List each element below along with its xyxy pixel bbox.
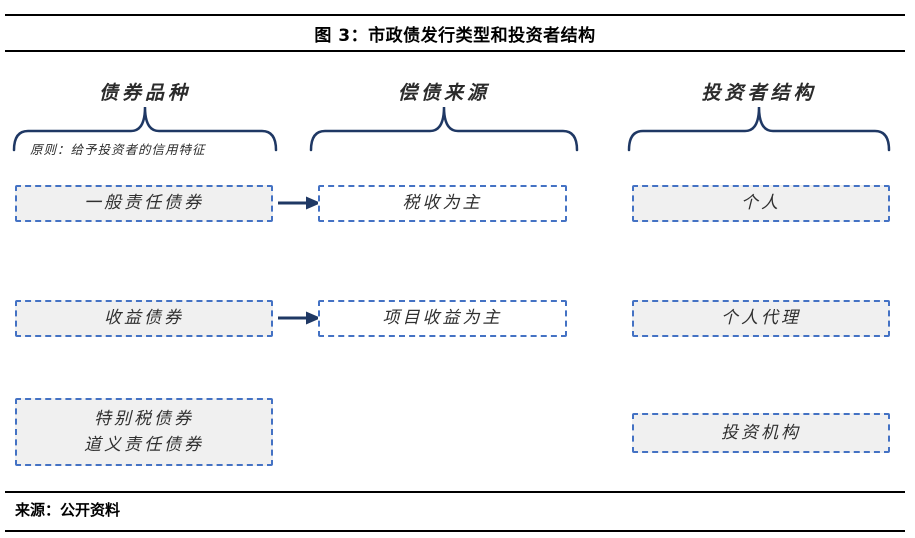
arrow-general-obligation-to-tax-icon [278, 196, 321, 210]
column-header-repayment-source: 偿债来源 [397, 82, 490, 104]
box-label: 收益债券 [104, 308, 184, 329]
box-label: 投资机构 [721, 422, 801, 443]
box-individual-agent: 个人代理 [632, 300, 890, 337]
box-individual: 个人 [632, 185, 890, 222]
footer-bottom-rule [5, 530, 905, 532]
top-rule [5, 14, 905, 16]
box-label: 个人代理 [721, 308, 801, 329]
brace-investor-structure-icon [627, 106, 891, 152]
box-label: 一般责任债券 [84, 193, 204, 214]
column-header-bond-type: 债券品种 [98, 82, 191, 104]
title-bottom-rule [5, 50, 905, 52]
box-special-tax-moral-obligation-bond: 特别税债券 道义责任债券 [15, 398, 273, 466]
box-label: 税收为主 [402, 193, 483, 214]
box-project-revenue: 项目收益为主 [318, 300, 567, 337]
box-label-line1: 特别税债券 [94, 408, 194, 429]
source-label: 来源：公开资料 [15, 501, 121, 519]
box-tax-revenue: 税收为主 [318, 185, 567, 222]
footer-top-rule [5, 491, 905, 493]
box-revenue-bond: 收益债券 [15, 300, 273, 337]
box-label-line2: 道义责任债券 [84, 435, 204, 455]
box-label: 项目收益为主 [382, 308, 503, 329]
bond-type-note: 原则：给予投资者的信用特征 [30, 142, 206, 157]
brace-repayment-source-icon [309, 106, 579, 152]
box-general-obligation-bond: 一般责任债券 [15, 185, 273, 222]
column-header-investor-structure: 投资者结构 [701, 82, 817, 104]
box-investment-institution: 投资机构 [632, 413, 890, 453]
box-label: 个人 [741, 193, 781, 214]
arrow-revenue-bond-to-project-icon [278, 311, 321, 325]
figure-title: 图 3：市政债发行类型和投资者结构 [314, 26, 596, 46]
